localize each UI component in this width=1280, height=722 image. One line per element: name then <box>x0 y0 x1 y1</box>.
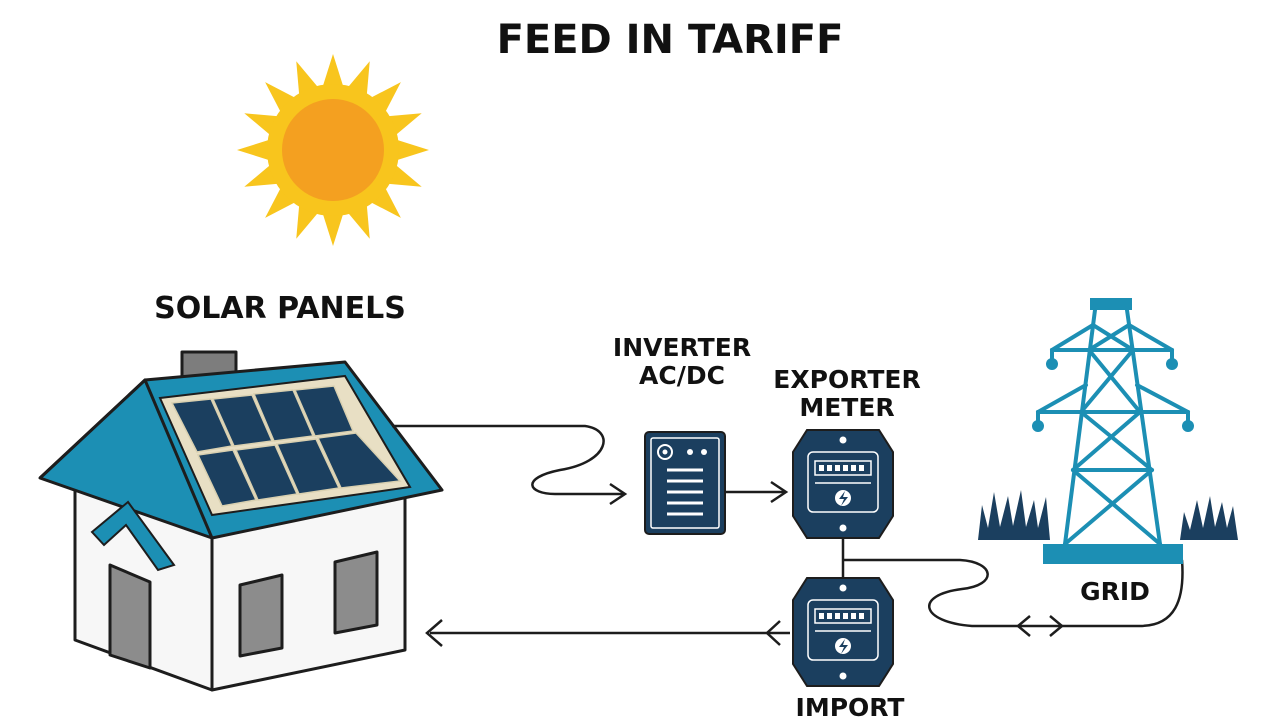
sun-icon <box>237 54 429 246</box>
arrowheads <box>425 480 1064 647</box>
solar-panel-icon <box>158 374 412 517</box>
door-canopy <box>90 500 176 572</box>
power-tower-icon <box>1032 298 1194 564</box>
exporter-label-line2: METER <box>799 392 895 422</box>
inverter-label: INVERTER AC/DC <box>592 334 772 389</box>
inverter-label-line1: INVERTER <box>612 333 752 362</box>
grid-label: GRID <box>1080 577 1150 606</box>
inverter-icon <box>644 431 726 535</box>
exporter-meter-label: EXPORTER METER <box>752 366 942 421</box>
grass-icon <box>978 490 1238 540</box>
cable-lines <box>392 424 1184 635</box>
import-meter-icon <box>792 577 894 687</box>
inverter-label-line2: AC/DC <box>639 360 725 390</box>
exporter-label-line1: EXPORTER <box>773 365 921 394</box>
solar-panels-label: SOLAR PANELS <box>154 291 406 326</box>
export-meter-icon <box>792 429 894 539</box>
diagram-title: FEED IN TARIFF <box>496 17 844 63</box>
import-label: IMPORT <box>795 693 905 722</box>
